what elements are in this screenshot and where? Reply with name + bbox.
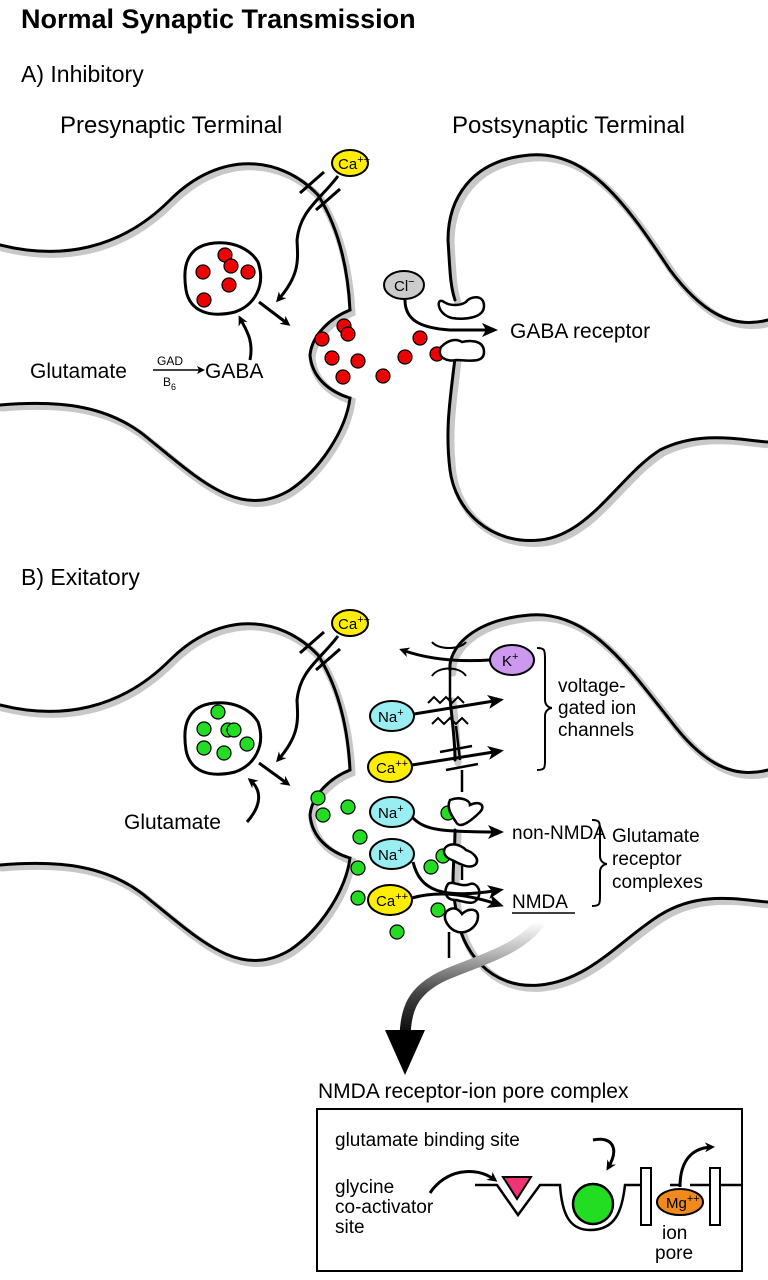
calcium-influx-arrow-a xyxy=(276,175,340,303)
non-nmda-influx-arrow xyxy=(411,816,504,839)
potassium-efflux-arrow xyxy=(399,647,491,663)
gaba-receptor-label: GABA receptor xyxy=(510,320,650,343)
nmda-detail-title: NMDA receptor-ion pore complex xyxy=(318,1080,629,1103)
ion-pore-wall-left xyxy=(640,1167,652,1226)
vesicle-release-arrow-b xyxy=(258,761,291,786)
reaction-enzyme: GAD xyxy=(157,354,183,368)
glycine-site-arrow xyxy=(428,1169,498,1194)
magnesium-ion: Mg++ xyxy=(656,1188,704,1216)
voltage-gated-bracket xyxy=(536,647,553,771)
svg-text:Na+: Na+ xyxy=(378,803,404,822)
non-nmda-receptor xyxy=(447,797,484,827)
glutamate-receptor-bracket xyxy=(591,819,608,907)
released-glutamate-molecules xyxy=(310,790,456,940)
presynaptic-label: Presynaptic Terminal xyxy=(60,112,282,139)
glutamate-site-label: glutamate binding site xyxy=(335,1130,520,1151)
nmda-sodium-influx-arrow xyxy=(411,861,504,899)
voltage-gated-label-line3: channels xyxy=(558,720,634,741)
diagram-title: Normal Synaptic Transmission xyxy=(21,4,416,34)
calcium-channel-a xyxy=(299,170,341,212)
presynaptic-terminal-a xyxy=(0,162,356,507)
glycine-label-line2: co-activator xyxy=(335,1197,434,1218)
chloride-ion: Cl− xyxy=(383,270,425,300)
sodium-ion-non-nmda: Na+ xyxy=(369,796,415,828)
pore-label-line1: ion xyxy=(662,1223,687,1244)
sodium-channel xyxy=(427,695,469,761)
calcium-ion-channel: Ca++ xyxy=(367,751,413,783)
svg-text:Ca++: Ca++ xyxy=(376,758,408,777)
calcium-ion-nmda: Ca++ xyxy=(367,884,413,916)
glutamate-packaging-arrow xyxy=(245,778,261,823)
svg-text:Ca++: Ca++ xyxy=(338,614,370,633)
calcium-ion-b-presynaptic: Ca++ xyxy=(331,609,370,637)
section-b-label: B) Exitatory xyxy=(21,564,140,590)
reaction-cofactor: B6 xyxy=(163,375,176,392)
ion-pore-wall-right xyxy=(709,1167,721,1226)
glutamate-site-arrow xyxy=(592,1137,616,1171)
released-gaba-molecules xyxy=(314,318,445,385)
glutamate-receptor-label-line3: complexes xyxy=(612,872,703,893)
section-a-label: A) Inhibitory xyxy=(21,61,144,87)
postsynaptic-terminal-a xyxy=(446,153,768,547)
potassium-channel xyxy=(431,641,467,697)
sodium-ion-nmda: Na+ xyxy=(369,838,415,870)
presynaptic-terminal-b xyxy=(0,622,356,967)
sodium-ion-channel: Na+ xyxy=(369,700,415,732)
svg-text:Na+: Na+ xyxy=(378,845,404,864)
svg-text:Ca++: Ca++ xyxy=(376,891,408,910)
non-nmda-label: non-NMDA xyxy=(512,823,606,844)
nmda-lower-receptor xyxy=(443,907,480,958)
gaba-receptor xyxy=(437,296,486,362)
voltage-gated-label-line2: gated ion xyxy=(558,698,636,719)
voltage-gated-label-line1: voltage- xyxy=(558,676,626,697)
chloride-influx-arrow xyxy=(403,299,498,337)
sodium-influx-arrow xyxy=(413,695,504,716)
glycine-label-line3: site xyxy=(335,1217,365,1238)
pore-label-line2: pore xyxy=(655,1243,693,1264)
svg-text:Cl−: Cl− xyxy=(394,276,415,295)
vesicle-gaba-molecules xyxy=(195,247,256,308)
calcium-ion-a: Ca++ xyxy=(331,149,370,177)
postsynaptic-label: Postsynaptic Terminal xyxy=(452,112,685,139)
zoom-to-detail-arrow xyxy=(385,918,545,1075)
reaction-product: GABA xyxy=(205,360,263,383)
glycine-label-line1: glycine xyxy=(335,1177,394,1198)
calcium-channel-b xyxy=(299,630,341,672)
glutamate-vesicle-label: Glutamate xyxy=(124,811,221,834)
glutamate-vesicle xyxy=(183,701,263,776)
vesicle-glutamate-molecules xyxy=(196,704,255,761)
svg-text:Mg++: Mg++ xyxy=(666,1193,700,1212)
svg-text:Na+: Na+ xyxy=(378,707,404,726)
glutamate-receptor-label-line2: receptor xyxy=(612,849,682,870)
calcium-influx-arrow-b xyxy=(276,635,340,763)
nmda-detail-box xyxy=(316,1108,743,1272)
reaction-substrate: Glutamate xyxy=(30,360,127,383)
svg-text:K+: K+ xyxy=(502,651,518,670)
nmda-calcium-influx-arrow xyxy=(411,892,504,908)
calcium-influx-arrow-postsynaptic xyxy=(411,745,504,767)
magnesium-exit-arrow xyxy=(678,1142,715,1188)
gaba-packaging-arrow xyxy=(238,315,253,361)
calcium-channel-postsynaptic xyxy=(439,744,479,792)
glutamate-binding-site xyxy=(571,1182,615,1226)
svg-text:Ca++: Ca++ xyxy=(338,154,370,173)
nmda-label: NMDA xyxy=(512,892,568,913)
glutamate-receptor-label-line1: Glutamate xyxy=(612,826,700,847)
vesicle-release-arrow-a xyxy=(258,300,291,326)
glycine-binding-site xyxy=(501,1176,533,1201)
potassium-ion: K+ xyxy=(489,644,535,676)
